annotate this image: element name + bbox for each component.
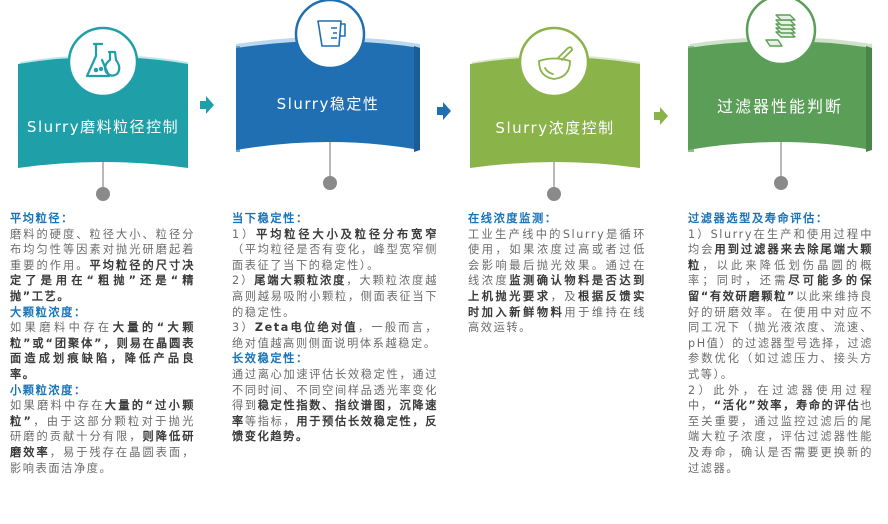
flow-graphics (18, 0, 872, 201)
arrow-right-icon-3 (654, 107, 668, 125)
heading-large-particle-concentration: 大颗粒浓度： (10, 305, 87, 319)
arrow-right-icon-1 (200, 96, 214, 114)
connector-dot-3 (547, 187, 561, 201)
filter-stack-icon (765, 14, 796, 47)
step-card-1 (18, 26, 188, 201)
heading-small-particle-concentration: 小颗粒浓度： (10, 383, 87, 397)
step-card-3 (470, 26, 640, 201)
description-column-1: 平均粒径： 磨料的硬度、粒径大小、粒径分布均匀性等因素对抛光研磨起着重要的作用。… (10, 211, 195, 476)
arrow-right-icon-2 (437, 102, 451, 120)
step-title-4: 过滤器性能判断 (716, 97, 843, 116)
mortar-pestle-icon (538, 46, 573, 80)
step-card-4 (688, 0, 872, 190)
heading-filter-selection-lifetime: 过滤器选型及寿命评估： (688, 212, 829, 225)
paragraph-large-particle-concentration: 如果磨料中存在大量的“大颗粒”或“团聚体”，则易在晶圆表面造成划痕缺陷，降低产品… (10, 321, 196, 381)
heading-long-term-stability: 长效稳定性： (232, 352, 309, 366)
paragraph-small-particle-concentration: 如果磨料中存在大量的“过小颗粒”，由于这部分颗粒对于抛光研磨的贡献十分有限，则降… (10, 399, 195, 475)
step-title-3: Slurry浓度控制 (495, 119, 615, 137)
paragraph-online-concentration: 工业生产线中的Slurry是循环使用，如果浓度过高或者过低会影响最后抛光效果。通… (468, 227, 646, 335)
measuring-cup-icon (317, 20, 346, 47)
step-card-2 (236, 0, 420, 190)
connector-dot-4 (774, 176, 788, 190)
connector-dot-2 (323, 176, 337, 190)
paragraph-stability-3: 3）Zeta电位绝对值，一般而言，绝对值越高则侧面说明体系越稳定。 (232, 321, 439, 350)
heading-current-stability: 当下稳定性： (232, 212, 309, 225)
step-title-1: Slurry磨料粒径控制 (26, 118, 180, 136)
description-column-4: 过滤器选型及寿命评估： 1）Slurry在生产和使用过程中均会用到过滤器来去除尾… (688, 211, 873, 476)
description-column-3: 在线浓度监测： 工业生产线中的Slurry是循环使用，如果浓度过高或者过低会影响… (468, 211, 646, 336)
paragraph-stability-2: 2）尾端大颗粒浓度，大颗粒浓度越高则越易吸附小颗粒，侧面表征当下的稳定性。 (232, 274, 438, 319)
description-column-2: 当下稳定性： 1）平均粒径大小及粒径分布宽窄（平均粒径是否有变化，峰型宽窄侧面表… (232, 211, 438, 445)
paragraph-filter-2: 2）此外，在过滤器使用过程中，“活化”效率，寿命的评估也至关重要，通过监控过滤后… (688, 383, 874, 475)
paragraph-filter-1: 1）Slurry在生产和使用过程中均会用到过滤器来去除尾端大颗粒，以此来降低划伤… (688, 227, 874, 381)
flask-icon (85, 42, 121, 78)
step-title-2: Slurry稳定性 (276, 95, 380, 113)
paragraph-long-term-stability: 通过离心加速评估长效稳定性，通过不同时间、不同空间样品透光率变化得到稳定性指数、… (232, 367, 439, 444)
heading-average-particle-size: 平均粒径： (10, 212, 74, 225)
paragraph-stability-1: 1）平均粒径大小及粒径分布宽窄（平均粒径是否有变化，峰型宽窄侧面表征了当下的稳定… (232, 227, 438, 272)
paragraph-average-particle-size: 磨料的硬度、粒径大小、粒径分布均匀性等因素对抛光研磨起着重要的作用。平均粒径的尺… (10, 227, 195, 303)
connector-dot-1 (96, 187, 110, 201)
heading-online-concentration-monitoring: 在线浓度监测： (468, 212, 558, 225)
